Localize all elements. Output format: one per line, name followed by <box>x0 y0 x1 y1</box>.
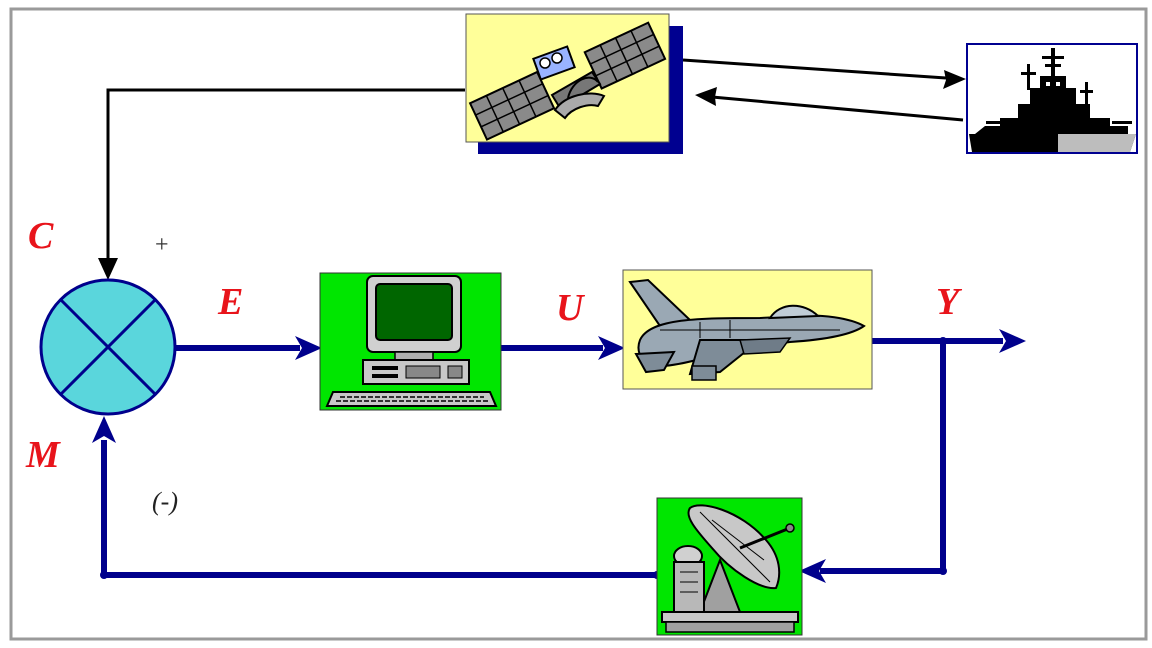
measurement-label: M <box>25 434 61 476</box>
output-signal-arrow <box>872 329 1026 353</box>
ship-to-satellite-arrow <box>695 87 964 122</box>
reference-signal-line <box>98 88 465 280</box>
measurement-signal-arrow <box>92 416 661 579</box>
summing-junction <box>39 278 177 416</box>
computer-icon <box>325 275 498 407</box>
satellite-to-ship-arrow <box>682 58 966 89</box>
controller-block <box>319 272 502 411</box>
sensor-block <box>656 497 803 636</box>
control-signal-arrow <box>500 336 625 360</box>
control-label: U <box>556 287 586 329</box>
satellite-block <box>465 13 683 154</box>
error-label: E <box>217 281 243 323</box>
ship-block <box>966 43 1138 154</box>
radar-dish-icon <box>661 504 799 633</box>
output-label: Y <box>936 281 963 323</box>
satellite-icon <box>468 21 667 141</box>
ship-icon <box>969 48 1136 152</box>
feedback-line <box>799 337 947 583</box>
minus-sign: (-) <box>152 487 178 516</box>
error-signal-arrow <box>175 336 322 360</box>
plus-sign: + <box>155 232 169 258</box>
reference-label: C <box>28 215 54 257</box>
diagram-frame <box>9 7 1148 641</box>
jet-fighter-icon <box>628 278 866 381</box>
plant-block <box>622 269 873 390</box>
